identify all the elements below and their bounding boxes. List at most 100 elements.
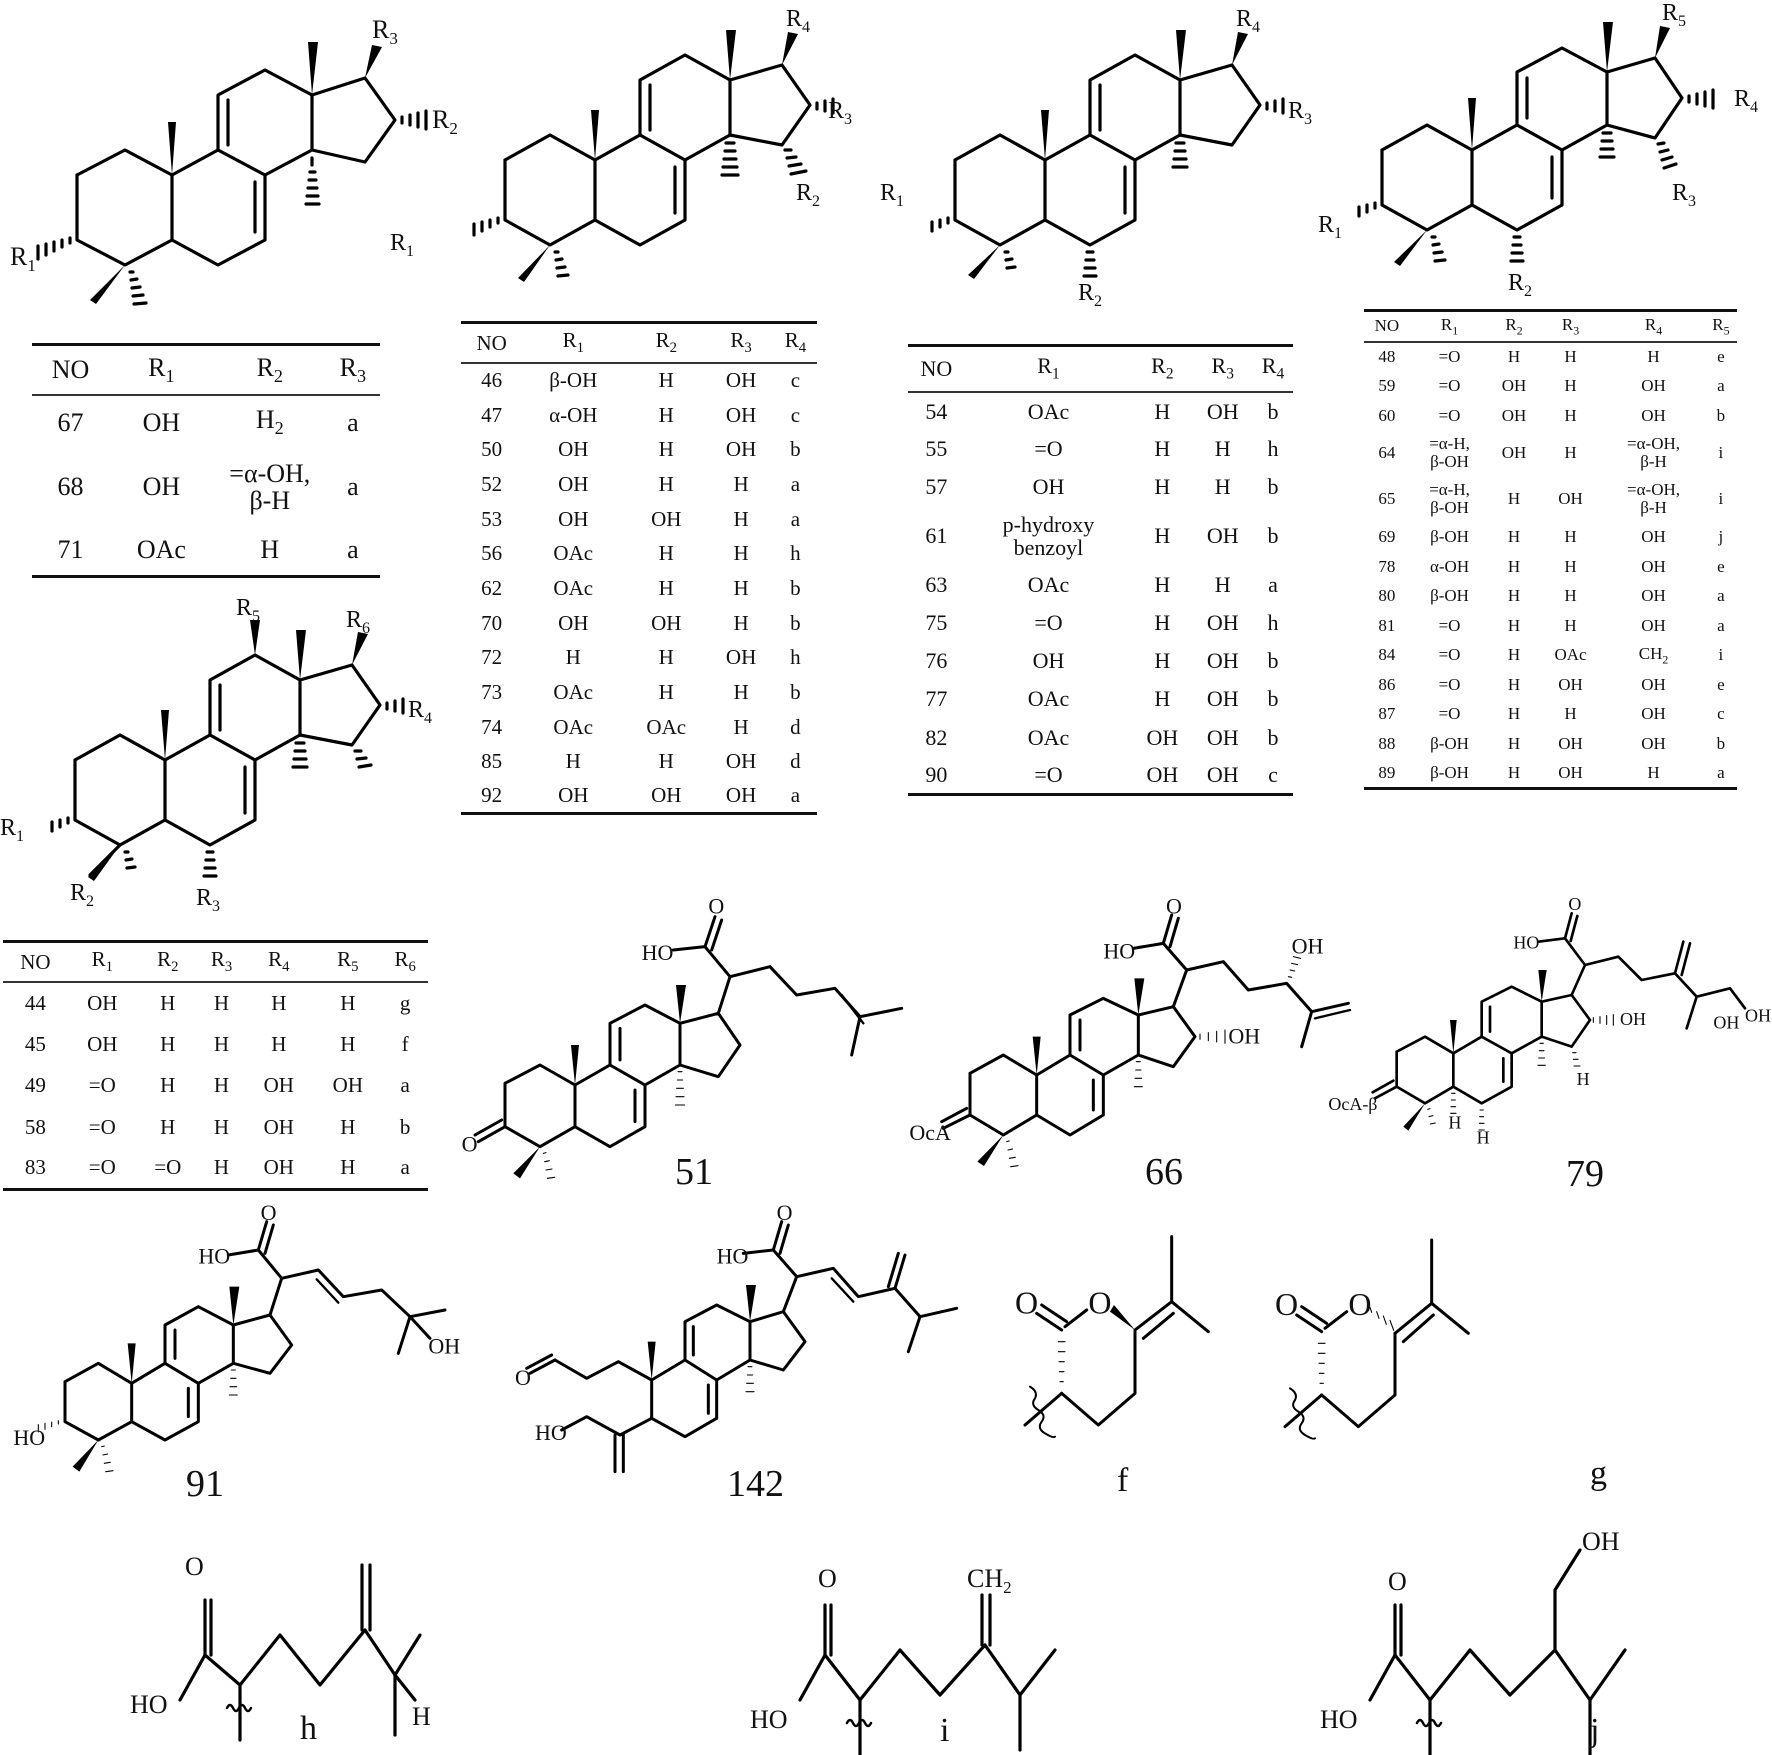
table-cell: 84 [1378, 645, 1396, 665]
table-cell: OH [558, 783, 589, 808]
table-cell: β-OH [1430, 586, 1469, 606]
table-cell: h [1267, 436, 1279, 462]
table-cell: H [1564, 526, 1577, 546]
svg-text:O: O [777, 1200, 793, 1225]
svg-text:O: O [1015, 1284, 1038, 1320]
table-cell: OH [1206, 648, 1239, 674]
table-cell: 61 [925, 523, 948, 549]
svg-text:R5: R5 [236, 595, 260, 625]
table-cell: i [1718, 443, 1724, 463]
table-cell: 65 [1378, 489, 1396, 509]
table-cell: b [1267, 398, 1279, 424]
svg-text:R1: R1 [10, 242, 36, 275]
table-cell: H [1214, 571, 1231, 597]
side-chain-h-structure: O HO H [130, 1552, 431, 1742]
table-cell: H [1214, 436, 1231, 462]
table-cell: 75 [925, 610, 948, 635]
table-cell: =O [88, 1114, 116, 1139]
svg-text:R4: R4 [786, 6, 810, 36]
table-cell: OAc [646, 714, 687, 739]
table-cell: 92 [481, 783, 503, 808]
col-header: NO [32, 344, 110, 396]
col-header: R1 [1409, 310, 1490, 343]
table-cell: OH [558, 471, 589, 496]
svg-text:O: O [1348, 1286, 1371, 1322]
col-header: R3 [325, 344, 380, 396]
table-cell: OH [263, 1155, 294, 1180]
svg-text:R6: R6 [346, 607, 370, 637]
table-cell: OH [1641, 704, 1666, 724]
svg-text:H: H [1448, 1112, 1461, 1132]
table-cell: H [658, 471, 674, 496]
table-cell: OH [1641, 556, 1666, 576]
table-cell: H [340, 1114, 356, 1139]
side-chain-label-h: h [300, 1710, 317, 1747]
table-cell: H [733, 471, 749, 496]
table-cell: H [1564, 405, 1577, 425]
svg-text:OH: OH [1292, 933, 1324, 958]
table-cell: h [790, 645, 801, 670]
table-cell: OH [725, 368, 757, 393]
table-cell: OH [558, 506, 589, 531]
table-cell: H [1154, 436, 1171, 462]
table-cell: OH [1206, 724, 1239, 750]
svg-text:OH: OH [1713, 1012, 1739, 1032]
table-cell: =α-H,β-OH [1429, 434, 1470, 472]
svg-text:H: H [412, 1702, 431, 1731]
table-cell: 80 [1378, 586, 1396, 606]
svg-text:O: O [708, 893, 724, 918]
table-cell: H [271, 1031, 287, 1056]
table-cell: H [160, 1073, 176, 1098]
table-cell: i [1718, 489, 1724, 509]
col-header: R2 [1489, 310, 1539, 343]
table-cell: 58 [24, 1114, 46, 1139]
scaffold-3-structure: R1 R2 R3 R4 [880, 6, 1312, 310]
table-cell: H [658, 645, 674, 670]
table-cell: b [790, 610, 801, 635]
table-cell: OAc [553, 575, 594, 600]
table-cell: a [1717, 375, 1725, 395]
col-header: R2 [136, 941, 199, 983]
table-cell: 55 [925, 436, 948, 462]
table-cell: β-OH [1430, 734, 1469, 754]
col-header: R1 [964, 345, 1133, 393]
svg-text:R2: R2 [1078, 280, 1102, 310]
table-cell: 49 [24, 1073, 46, 1098]
table-cell: OH [1641, 674, 1666, 694]
table-cell: H [1647, 762, 1660, 782]
table-cell: OH [1641, 734, 1666, 754]
table-cell: 60 [1378, 405, 1396, 425]
table-cell: H [1507, 734, 1521, 754]
scaffold-2-structure: R1 . R2 R3 R4 [390, 6, 852, 282]
table-cell: H [1507, 762, 1521, 782]
table-cell: OH [558, 437, 589, 462]
table-cell: =O [1438, 346, 1461, 366]
table-cell: 88 [1378, 734, 1396, 754]
table-cell: c [790, 402, 801, 427]
table-cell: α-OH [549, 402, 598, 427]
table-cell: 73 [481, 680, 503, 704]
table-cell: OH [1641, 375, 1666, 395]
table-cell: H [658, 749, 674, 774]
table-cell: OH [332, 1073, 364, 1098]
compound-79-structure: HO O OH OH OH H H H OcA-β [1328, 894, 1771, 1147]
table-cell: OH [1032, 648, 1065, 674]
table-cell: H [565, 645, 581, 670]
table-cell: OH [1558, 489, 1583, 509]
table-cell: d [790, 714, 801, 739]
